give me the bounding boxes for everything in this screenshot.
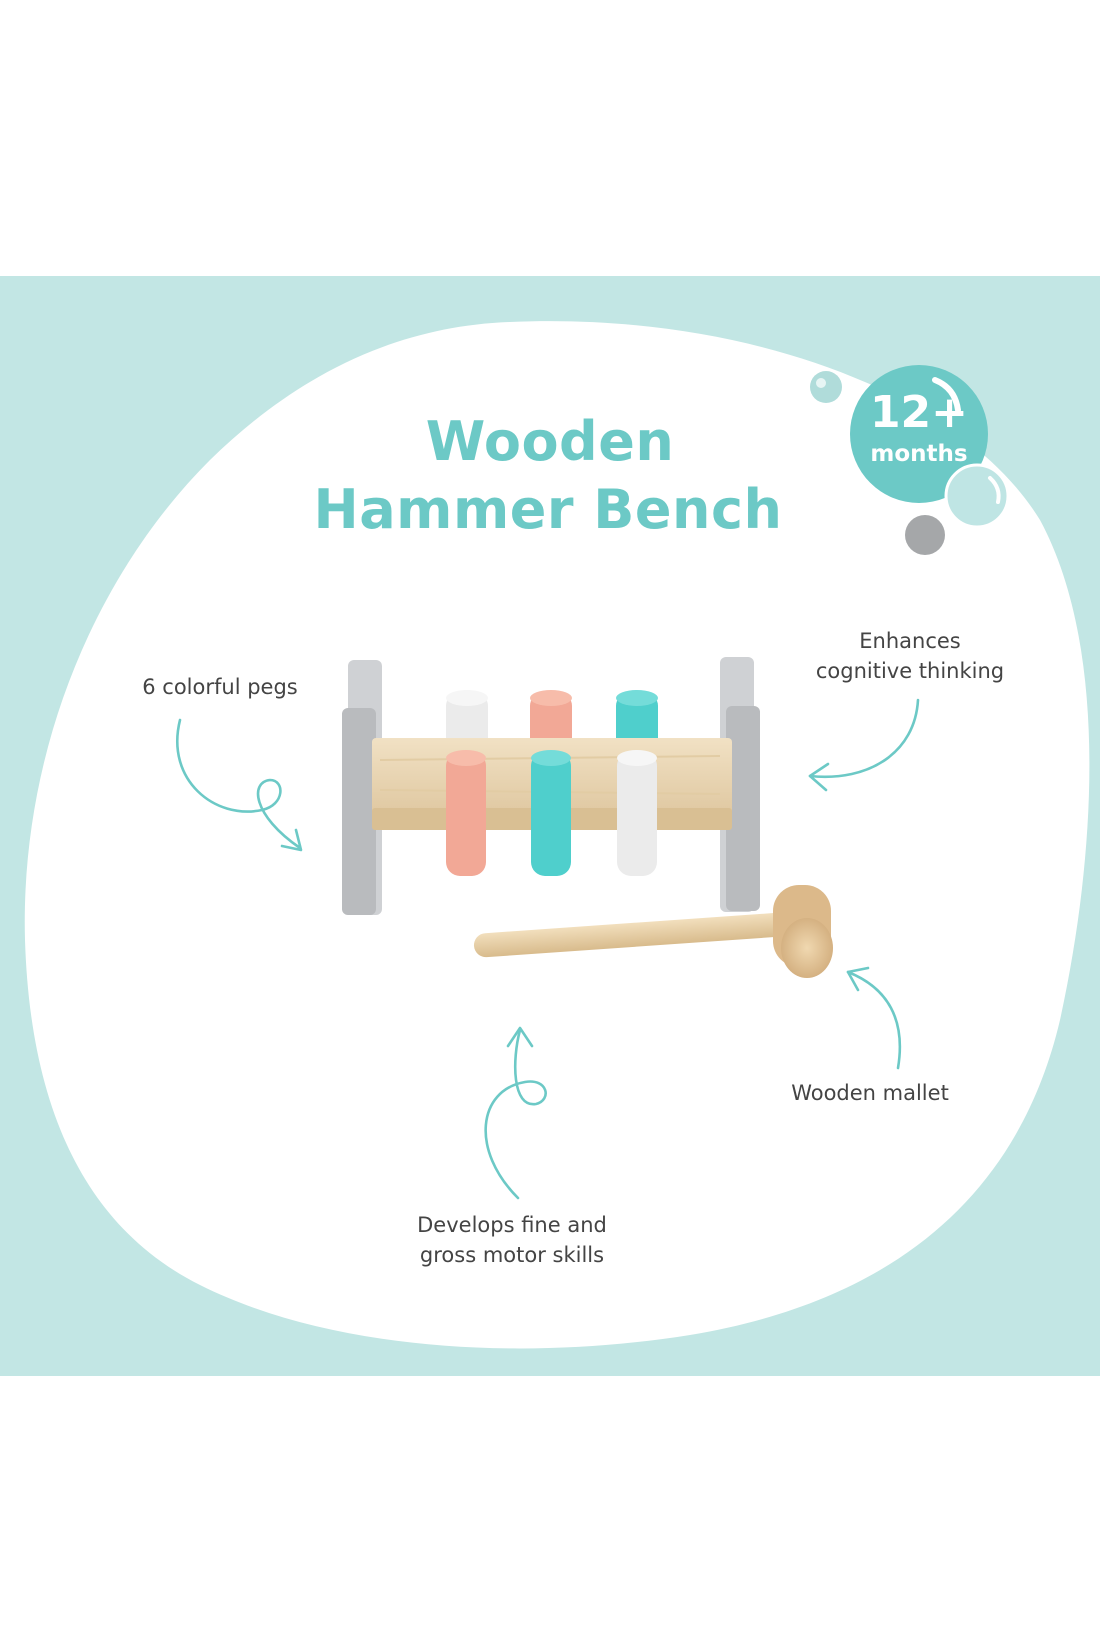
product-title-line-2: Hammer Bench — [313, 478, 783, 541]
age-badge-value: 12+ — [869, 387, 969, 438]
feature-motor-label-line-2: gross motor skills — [419, 1243, 605, 1267]
bubble-icon — [810, 371, 842, 403]
curly-arrow-icon — [484, 1028, 547, 1200]
bubble-icon — [905, 515, 945, 555]
bench-left-leg — [342, 708, 376, 915]
peg-top — [530, 690, 572, 706]
age-badge-unit: months — [870, 441, 968, 467]
product-title-line-1: Wooden — [425, 410, 675, 473]
bench-right-leg — [726, 706, 760, 911]
peg-top — [617, 750, 657, 766]
peg-teal — [616, 692, 658, 752]
wooden-mallet-illustration — [473, 885, 833, 978]
bubble-icon — [816, 378, 826, 388]
curly-arrow-icon — [280, 828, 303, 852]
hammer-bench-illustration — [342, 657, 760, 915]
curly-arrow-icon — [846, 970, 902, 1070]
feature-cognitive-label-line-2: cognitive thinking — [815, 659, 1005, 683]
peg-pink — [530, 692, 572, 752]
peg-top — [531, 750, 571, 766]
peg-top — [446, 690, 488, 706]
bubble-highlight — [988, 476, 1001, 504]
curly-arrow-icon — [808, 698, 920, 779]
peg-white — [446, 692, 488, 752]
feature-motor-label-line-1: Develops fine and — [417, 1213, 607, 1237]
peg-white — [617, 752, 657, 876]
curly-arrow-icon — [846, 966, 870, 992]
curly-arrow-icon — [506, 1026, 534, 1048]
curly-arrow-icon — [176, 718, 302, 850]
feature-pegs-label: 6 colorful pegs — [142, 675, 298, 699]
curly-arrow-icon — [808, 762, 830, 792]
peg-top — [616, 690, 658, 706]
feature-cognitive-label-line-1: Enhances — [859, 629, 961, 653]
peg-top — [446, 750, 486, 766]
mallet-head-face — [781, 918, 833, 978]
peg-pink — [446, 752, 486, 876]
feature-mallet-label: Wooden mallet — [791, 1081, 949, 1105]
peg-teal — [531, 752, 571, 876]
badge-swoosh — [932, 377, 961, 413]
mallet-handle — [473, 912, 792, 958]
